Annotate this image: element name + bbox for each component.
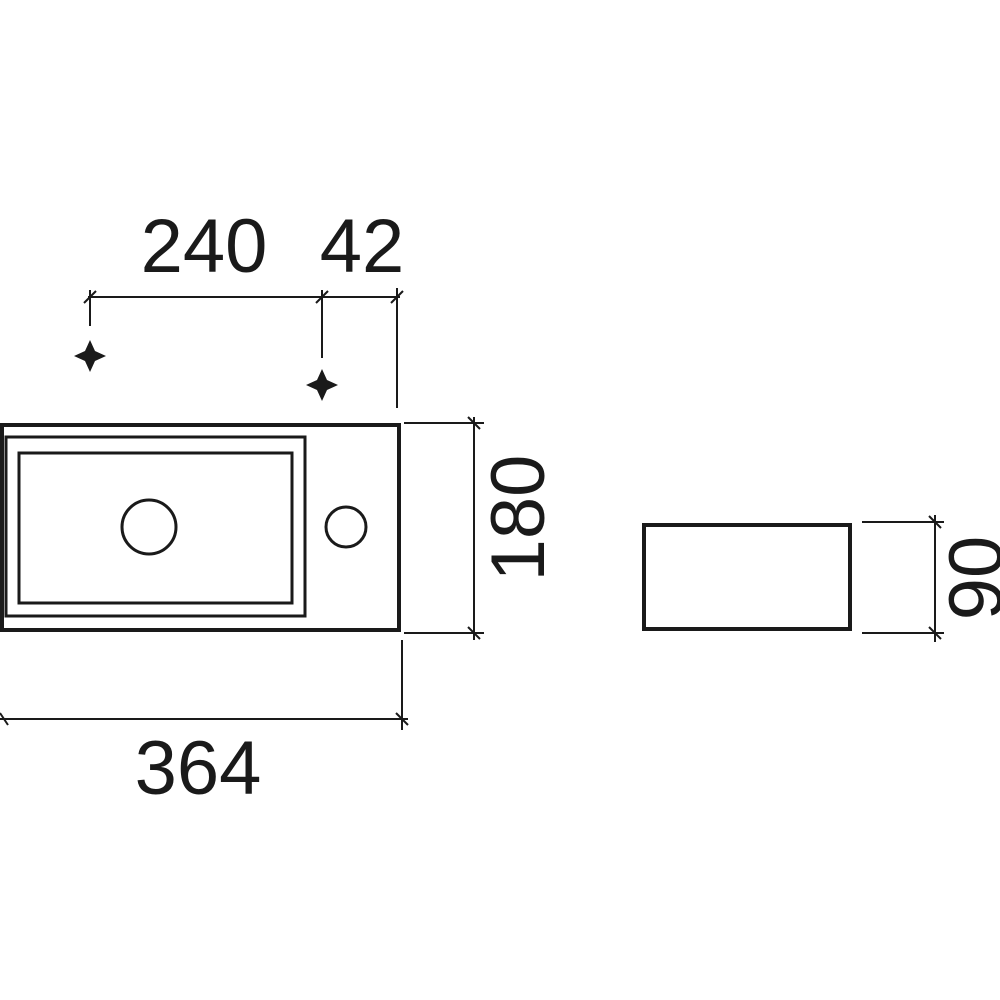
top-tick-mid bbox=[315, 290, 329, 304]
depth-dimension: 180 bbox=[404, 416, 561, 640]
depth-tick-bottom bbox=[467, 626, 481, 640]
top-tick-left bbox=[83, 290, 97, 304]
height-tick-bottom bbox=[928, 626, 942, 640]
width-tick-right bbox=[395, 712, 409, 726]
basin-bowl-outline bbox=[17, 451, 294, 605]
tap-edge-label: 42 bbox=[320, 204, 405, 289]
tap-marker-left bbox=[74, 340, 106, 372]
basin-top-view bbox=[0, 423, 401, 632]
height-dimension: 90 bbox=[862, 515, 1000, 642]
width-tick-left bbox=[0, 712, 9, 726]
top-dimension: 240 42 bbox=[83, 204, 405, 408]
depth-tick-top bbox=[467, 416, 481, 430]
basin-outer-outline bbox=[0, 423, 401, 632]
tap-spacing-label: 240 bbox=[141, 204, 268, 289]
tap-hole bbox=[324, 505, 368, 549]
basin-side-view bbox=[642, 523, 852, 631]
tap-position-markers bbox=[74, 340, 338, 401]
basin-side-outline bbox=[642, 523, 852, 631]
height-label: 90 bbox=[934, 536, 1000, 621]
top-tick-right bbox=[390, 290, 404, 304]
drain-hole bbox=[120, 498, 178, 556]
width-dimension: 364 bbox=[0, 640, 409, 811]
width-label: 364 bbox=[135, 726, 262, 811]
height-tick-top bbox=[928, 515, 942, 529]
tap-marker-right bbox=[306, 369, 338, 401]
depth-label: 180 bbox=[476, 455, 561, 582]
basin-rim-outline bbox=[4, 435, 307, 618]
